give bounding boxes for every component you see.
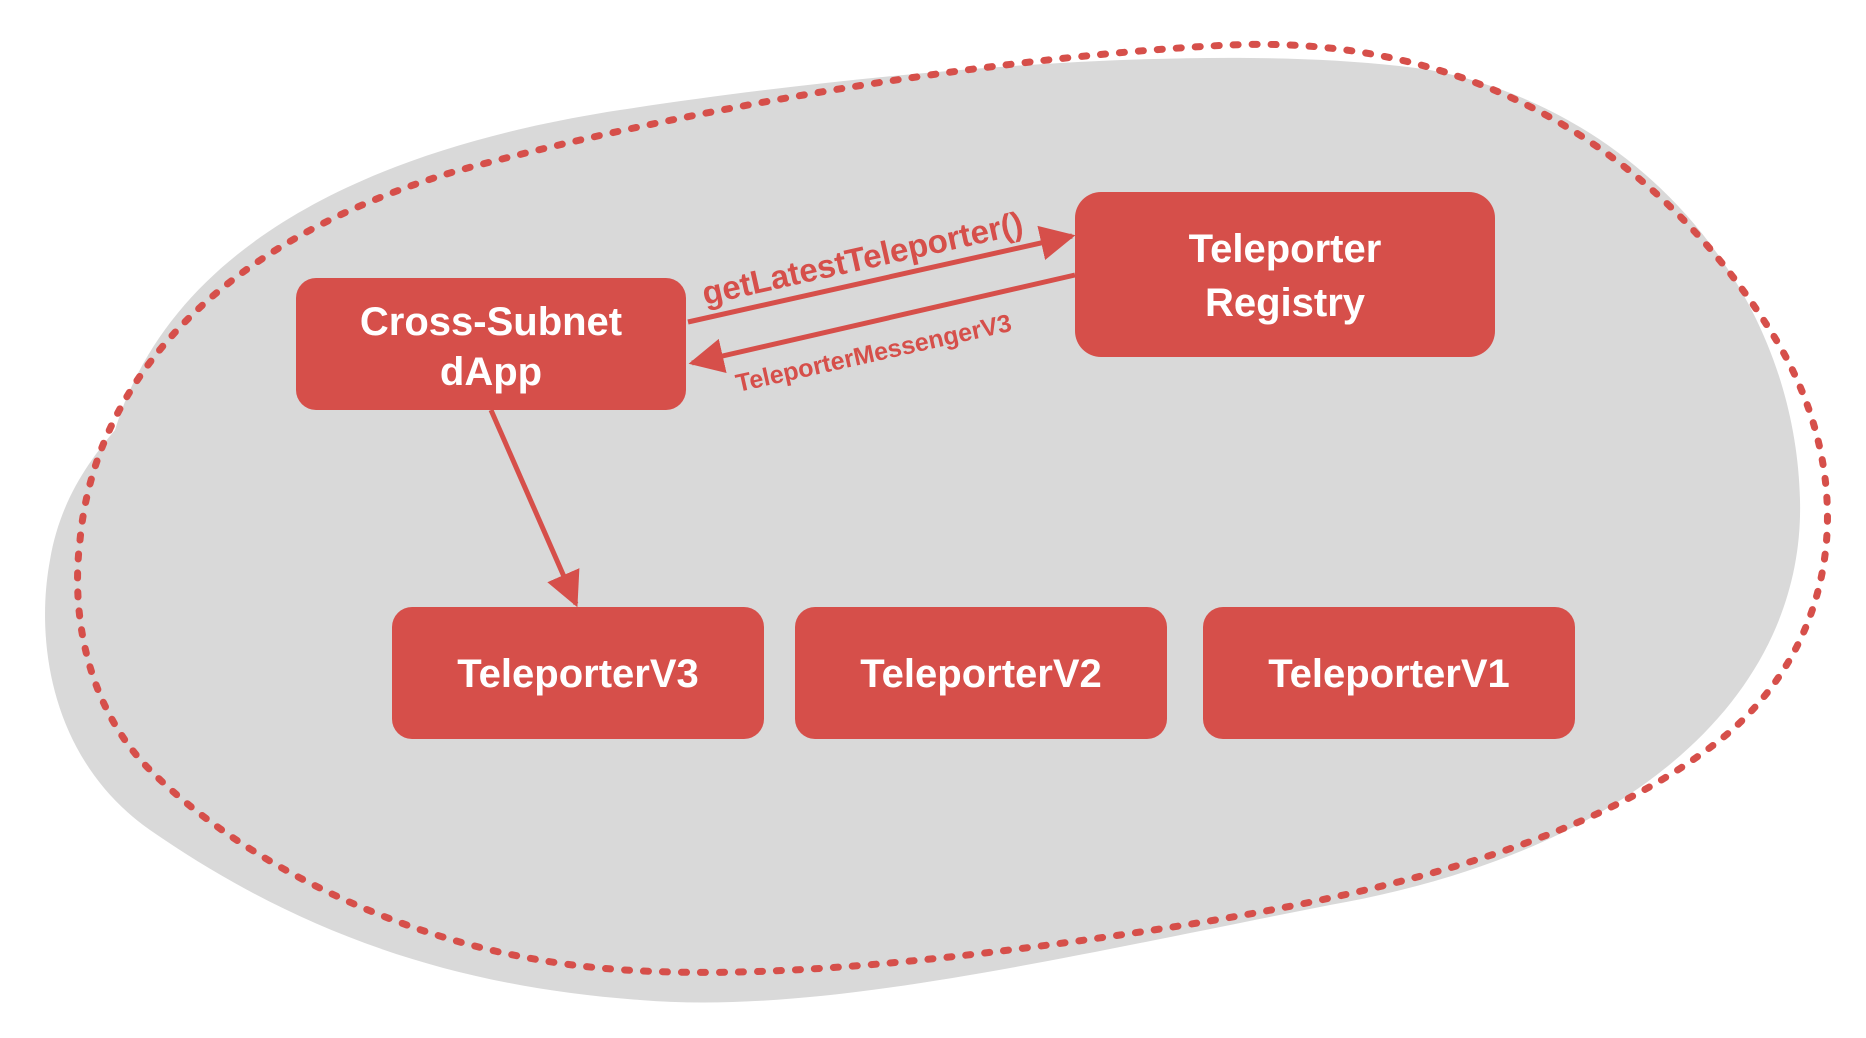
node-cross-subnet-dapp-line2: dApp [440,350,542,394]
node-teleporter-v3-label: TeleporterV3 [457,652,699,696]
edge-return-arrow [688,272,1076,374]
edge-get-latest-arrow [687,225,1076,325]
node-teleporter-v2-label: TeleporterV2 [860,652,1102,696]
node-cross-subnet-dapp-line1: Cross-Subnet [360,300,622,344]
node-teleporter-registry-line2: Registry [1205,281,1366,325]
node-teleporter-registry-line1: Teleporter [1189,227,1382,271]
node-teleporter-v3[interactable]: TeleporterV3 [392,607,764,739]
edge-dapp-to-v3-arrow [488,408,580,608]
node-cross-subnet-dapp[interactable]: Cross-Subnet dApp [296,278,686,410]
network-blob [45,57,1801,1003]
node-teleporter-v2[interactable]: TeleporterV2 [795,607,1167,739]
subnet-boundary [74,40,1831,976]
node-teleporter-registry[interactable]: Teleporter Registry [1075,192,1495,357]
node-teleporter-v1-label: TeleporterV1 [1268,652,1510,696]
node-teleporter-v1[interactable]: TeleporterV1 [1203,607,1575,739]
